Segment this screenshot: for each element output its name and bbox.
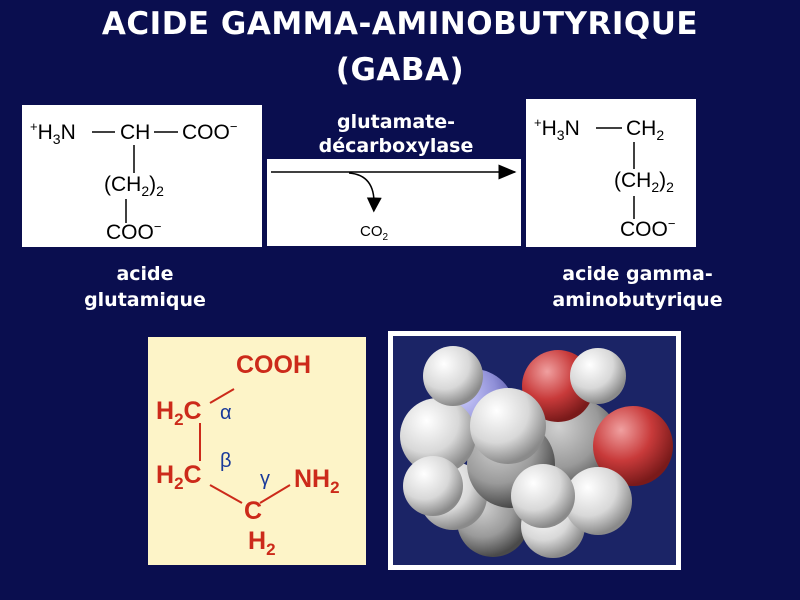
gaba-amine-group: +H3N [534, 115, 580, 143]
hydrogen-atom [470, 388, 546, 464]
gaba-ch2-top: CH2 [626, 117, 664, 143]
carboxyl-group: COOH [236, 351, 311, 379]
glutamate-carboxylate-bottom: COO− [106, 219, 161, 244]
gaba-structure: +H3N CH2 (CH2)2 COO− [534, 115, 675, 241]
glutamic-acid-label: acide glutamique [40, 261, 250, 313]
hydrogen-atom [403, 456, 463, 516]
amino-group: NH2 [294, 465, 340, 497]
glutamate-amine-group: +H3N [30, 119, 76, 147]
beta-carbon: H2C [156, 461, 202, 493]
enzyme-label-line2: décarboxylase [318, 135, 474, 157]
gaba-structure-box: +H3N CH2 (CH2)2 COO− [526, 99, 696, 247]
alpha-carbon: H2C [156, 397, 202, 429]
gaba-label-line2: aminobutyrique [552, 289, 723, 311]
reaction-arrow-box: CO2 [267, 159, 521, 246]
enzyme-label: glutamate- décarboxylase [286, 110, 506, 158]
skeletal-bonds [199, 388, 291, 504]
alpha-label: α [220, 402, 232, 424]
beta-label: β [220, 450, 232, 472]
spacefill-model-inner [393, 336, 676, 565]
co2-release-arrow [348, 172, 382, 213]
atoms [400, 346, 673, 558]
hydrogen-atom [423, 346, 483, 406]
glutamic-acid-label-line2: glutamique [84, 289, 206, 311]
glutamic-acid-label-line1: acide [116, 263, 174, 285]
slide-title-line2: (GABA) [335, 52, 465, 88]
gamma-carbon-h2: H2 [248, 527, 276, 559]
hydrogen-atom [511, 464, 575, 528]
slide-title-line1: ACIDE GAMMA-AMINOBUTYRIQUE [101, 6, 699, 42]
hydrogen-atom [570, 348, 626, 404]
glutamate-ch2-chain: (CH2)2 [104, 173, 164, 199]
hydrogen-atom [400, 398, 476, 474]
spacefill-model-frame [388, 331, 681, 570]
glutamate-carboxylate-top: COO− [182, 119, 237, 144]
co2-byproduct: CO2 [360, 223, 389, 243]
oxygen-atom [593, 406, 673, 486]
enzyme-label-line1: glutamate- [336, 111, 456, 133]
gaba-skeletal-box: COOH H2C α β H2C γ NH2 C H2 [148, 337, 366, 565]
gamma-carbon: C [244, 497, 262, 525]
spacefill-model [400, 346, 673, 558]
glutamate-structure-box: +H3N CH COO− (CH2)2 COO− [22, 105, 262, 247]
gamma-label: γ [260, 468, 270, 490]
glutamate-structure: +H3N CH COO− (CH2)2 COO− [30, 119, 237, 244]
glutamate-alpha-ch: CH [120, 121, 150, 144]
gaba-label-line1: acide gamma- [562, 263, 713, 285]
gaba-ch2-chain: (CH2)2 [614, 169, 674, 195]
gaba-skeletal-structure: COOH H2C α β H2C γ NH2 C H2 [156, 351, 340, 559]
gaba-label: acide gamma- aminobutyrique [520, 261, 755, 313]
hydrogen-atom [564, 467, 632, 535]
gaba-carboxylate: COO− [620, 216, 675, 241]
reaction-arrow: CO2 [271, 164, 517, 243]
